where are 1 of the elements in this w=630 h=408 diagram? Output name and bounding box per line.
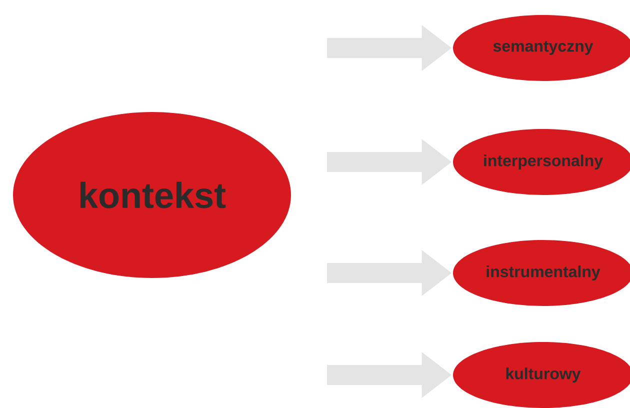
ellipse-node: kontekst — [13, 112, 291, 278]
